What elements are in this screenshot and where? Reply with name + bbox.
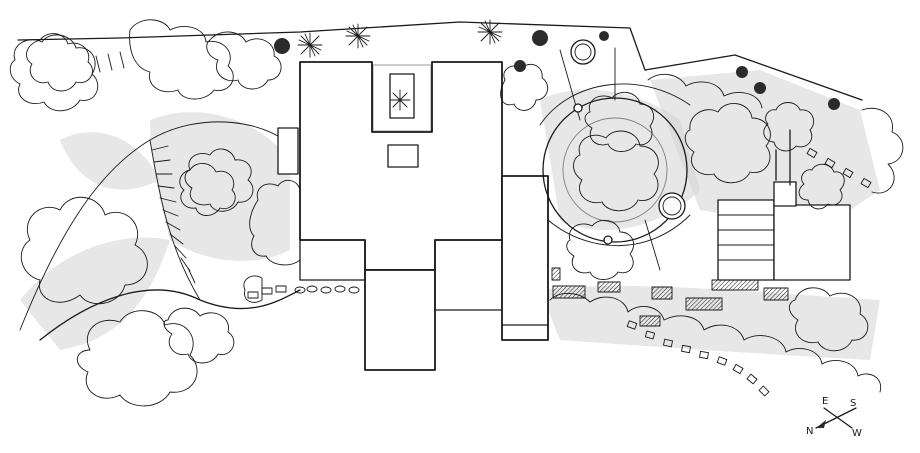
compass-west-label: W — [852, 428, 862, 439]
tree-large-left — [20, 196, 148, 305]
compass-rose: N E S W — [806, 396, 862, 439]
shrub-border-north — [647, 73, 763, 109]
shrub-southeast — [788, 287, 869, 352]
entry-step — [387, 144, 419, 168]
tree-right-canopy — [684, 103, 771, 184]
stepping-stones-left — [247, 285, 360, 299]
compass-south-label: S — [850, 398, 856, 409]
tree-lawn-upper — [584, 91, 654, 152]
tree-upper-left — [9, 34, 99, 112]
tree-lower-left — [76, 310, 198, 407]
dark-shrub-top-mid — [206, 31, 282, 90]
planter-box — [389, 73, 415, 119]
tree-house-side — [249, 179, 301, 266]
dark-shrubs — [26, 19, 845, 364]
stepping-stones-right — [626, 147, 872, 397]
shrub-border-south — [549, 293, 882, 393]
lower-wing — [364, 269, 436, 371]
tree-lawn-lower — [566, 219, 634, 280]
dark-shrub-lower-left — [163, 307, 235, 364]
shrub-path-left — [243, 275, 263, 303]
curved-driveway — [19, 121, 301, 341]
dark-shrub-right-1 — [763, 102, 814, 152]
right-deck-steps — [717, 129, 851, 281]
upper-terrace — [372, 64, 432, 132]
compass-east-label: E — [822, 396, 828, 407]
side-wall — [277, 127, 299, 175]
spiky-accent-plants — [297, 19, 503, 111]
radial-parking-ticks — [95, 51, 196, 284]
east-deck — [434, 239, 503, 311]
round-dark-shrubs — [274, 30, 840, 110]
house-footprint — [277, 61, 549, 371]
west-deck — [299, 239, 366, 281]
compass-north-label: N — [806, 426, 813, 437]
garage-wing — [501, 175, 549, 341]
dark-shrub-top-far-left — [26, 33, 93, 92]
dark-shrub-right-2 — [798, 163, 845, 210]
shrub-east-edge — [861, 107, 904, 194]
dark-shrub-mid-left — [179, 163, 236, 216]
planter-pots — [570, 39, 686, 245]
tree-lawn-center — [573, 130, 659, 212]
tree-mid-left — [184, 148, 254, 212]
dark-shrub-top-left — [129, 19, 234, 100]
property-boundary-line — [17, 21, 863, 101]
